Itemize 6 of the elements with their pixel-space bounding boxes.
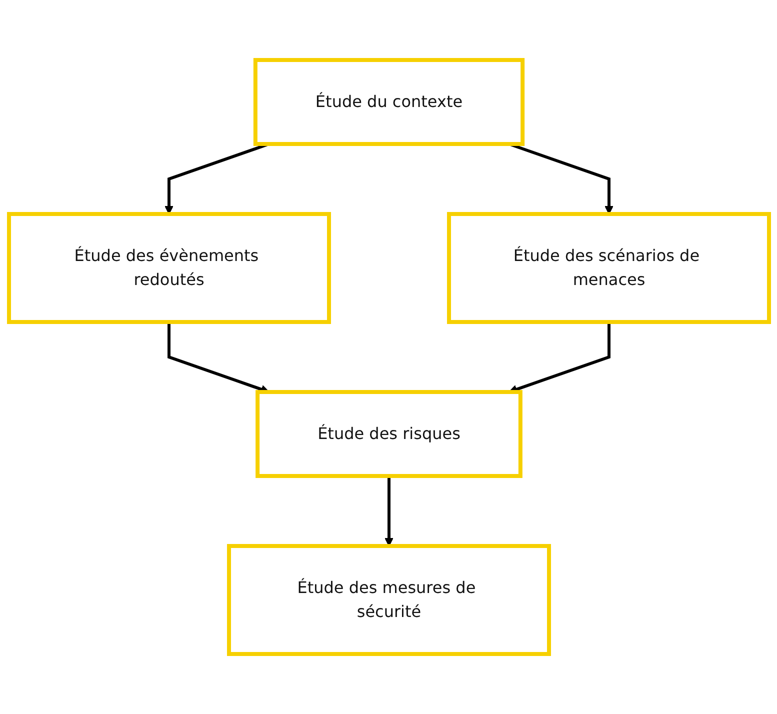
node-box: Étude des scénarios de menaces — [446, 212, 770, 324]
node-box: Étude des mesures de sécurité — [226, 544, 550, 656]
node-box: Étude du contexte — [252, 58, 524, 146]
node-box: Étude des évènements redoutés — [6, 212, 330, 324]
node-box: Étude des risques — [255, 390, 522, 478]
arrow — [384, 476, 393, 546]
